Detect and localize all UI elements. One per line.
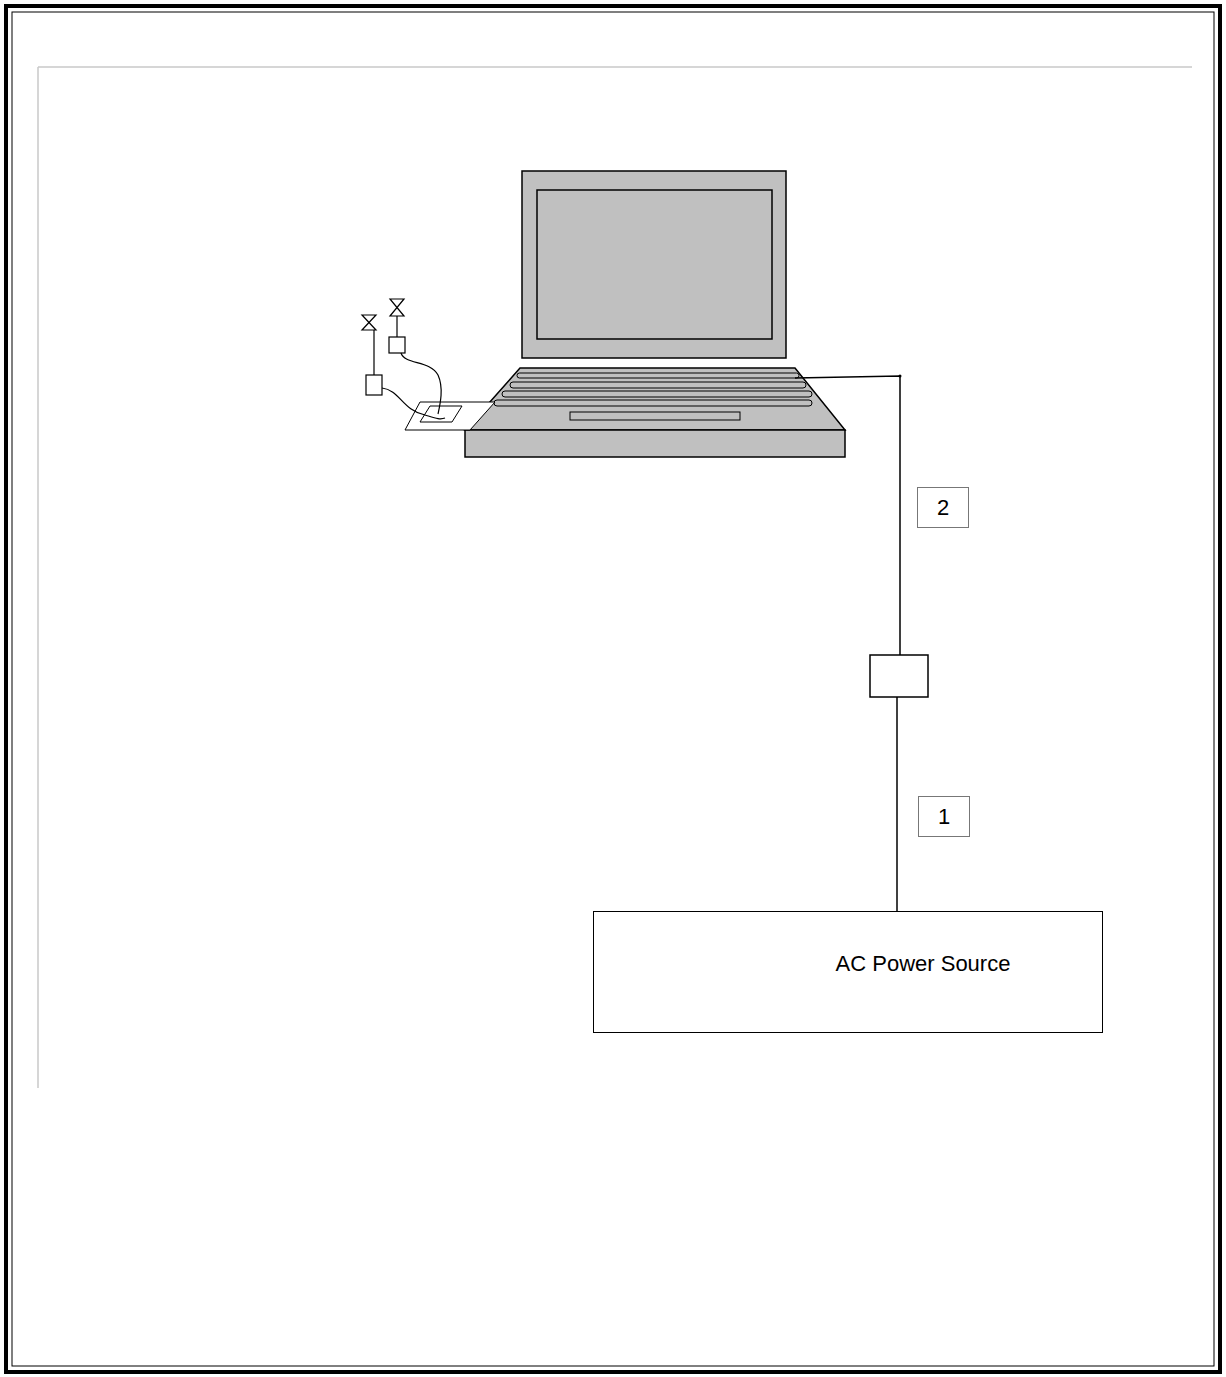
frame-inner (12, 12, 1214, 1366)
source-box: AC Power Source (593, 911, 1103, 1033)
key-row (502, 391, 812, 397)
dc-cable (795, 376, 900, 655)
antenna-mast (373, 330, 374, 375)
callout-number: 2 (937, 495, 949, 521)
cable-bend (899, 375, 902, 378)
frame-outer (6, 6, 1220, 1372)
key-row (517, 373, 799, 378)
antenna-tip (390, 299, 404, 316)
box-label: AC Power Source (836, 951, 1011, 977)
guide-line (38, 66, 1192, 68)
callout-box: 1 (918, 796, 970, 837)
laptop-lid (522, 171, 786, 358)
power-adapter (870, 655, 928, 697)
pc-card-slot (420, 406, 462, 422)
trackpad (570, 412, 740, 420)
key-row (510, 382, 806, 388)
antenna-block (366, 375, 382, 395)
key-row (494, 400, 812, 406)
antenna-cable (382, 388, 445, 419)
guide-line (37, 67, 39, 1088)
laptop-screen (537, 190, 772, 339)
laptop-base (465, 430, 845, 457)
antenna-cable (401, 353, 441, 414)
antenna-block (389, 337, 405, 353)
pc-card (405, 402, 495, 430)
antenna-mast (396, 316, 397, 337)
ac-cable (896, 697, 898, 911)
callout-number: 1 (938, 804, 950, 830)
antenna-tip (362, 315, 376, 330)
laptop-keyboard-deck (465, 368, 845, 430)
callout-box: 2 (917, 487, 969, 528)
